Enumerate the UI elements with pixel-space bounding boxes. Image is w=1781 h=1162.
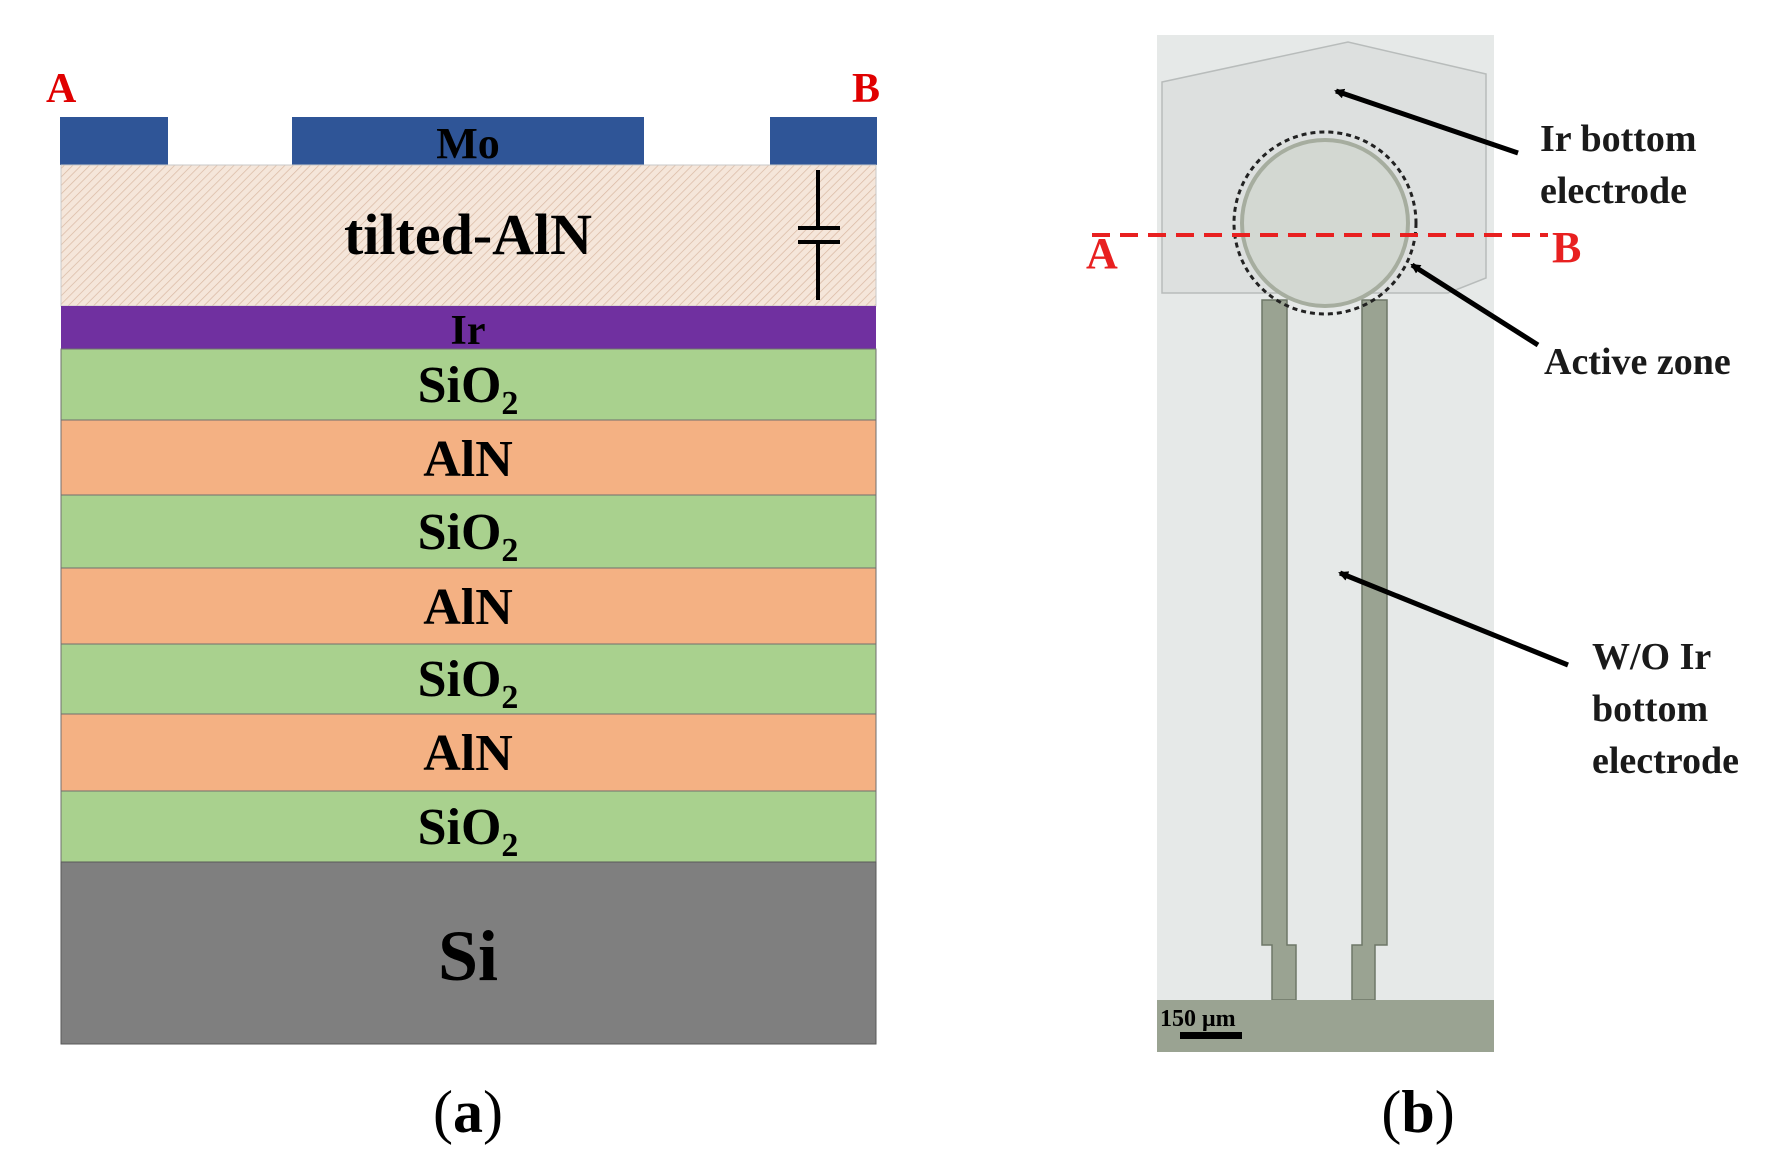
capacitor-symbol — [798, 170, 840, 300]
si-substrate — [60, 861, 877, 1045]
scale-bar-label: 150 μm — [1160, 1006, 1236, 1032]
ir-layer — [61, 306, 876, 349]
label-mo: Mo — [436, 119, 500, 168]
aln-layer-3 — [60, 713, 877, 792]
sio2-layer-1 — [60, 348, 877, 421]
label-ir: Ir — [451, 308, 486, 354]
active-zone-fill — [1240, 138, 1410, 308]
arrow-active-zone — [1410, 262, 1540, 348]
panel-b-micrograph: A B 150 μm Ir bottom electrode Active zo… — [1086, 35, 1739, 1145]
sio2-layer-2 — [60, 494, 877, 569]
mo-electrode-center — [292, 117, 644, 165]
annotation-wo-ir-bottom-electrode: W/O Ir bottom electrode — [1592, 636, 1739, 782]
tilted-aln-layer — [60, 164, 877, 307]
label-sio2-3: SiO2 — [418, 651, 519, 716]
scale-bar — [1180, 1032, 1242, 1039]
label-aln-1: AlN — [423, 431, 513, 488]
active-zone-outline — [1232, 130, 1418, 316]
arrow-ir-bottom — [1334, 88, 1519, 156]
annotation-ir-bottom-electrode: Ir bottom electrode — [1540, 118, 1706, 212]
sio2-layer-3 — [60, 643, 877, 715]
label-si: Si — [438, 916, 498, 996]
label-tilted-aln: tilted-AlN — [344, 202, 592, 267]
aln-layer-2 — [60, 567, 877, 645]
label-sio2-2: SiO2 — [418, 504, 519, 569]
panel-b-point-a: A — [1086, 229, 1118, 278]
label-aln-2: AlN — [423, 579, 513, 636]
aln-layer-1 — [60, 419, 877, 496]
panel-b-caption: (b) — [1381, 1079, 1454, 1145]
mo-electrode-left — [60, 117, 168, 165]
panel-a-caption: (a) — [433, 1079, 503, 1145]
sio2-layer-4 — [60, 790, 877, 863]
trace-bottom-bar — [1157, 1000, 1494, 1052]
annotation-active-zone: Active zone — [1544, 341, 1731, 383]
panel-a-point-a: A — [46, 66, 77, 112]
panel-a-layer-stack: Mo tilted-AlN Ir SiO2 AlN SiO2 AlN SiO2 … — [46, 66, 880, 1145]
label-aln-3: AlN — [423, 725, 513, 782]
panel-a-point-b: B — [852, 66, 880, 112]
mo-electrode-right — [770, 117, 877, 165]
label-sio2-1: SiO2 — [418, 357, 519, 422]
arrow-wo-ir — [1338, 570, 1569, 668]
label-sio2-4: SiO2 — [418, 799, 519, 864]
panel-b-point-b: B — [1552, 223, 1581, 272]
